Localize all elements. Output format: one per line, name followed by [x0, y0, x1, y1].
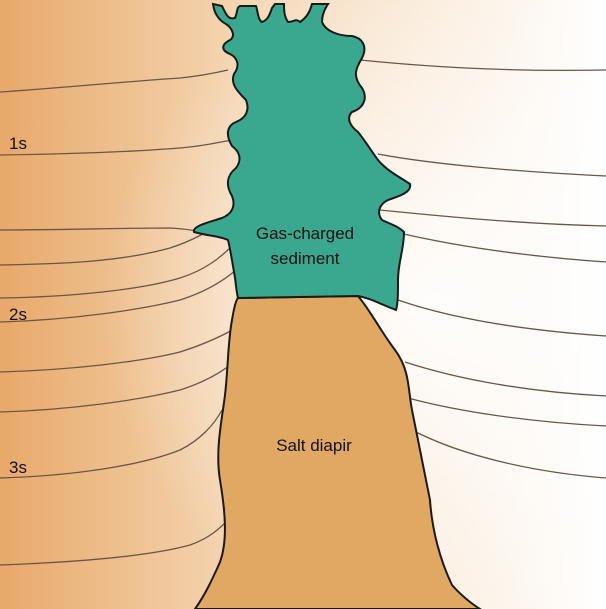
time-label-2s: 2s: [9, 305, 27, 324]
time-label-3s: 3s: [9, 458, 27, 477]
salt-diapir-label: Salt diapir: [276, 436, 352, 455]
time-label-1s: 1s: [9, 134, 27, 153]
gas-label-line-1: Gas-charged: [256, 224, 354, 243]
gas-label-line-2: sediment: [271, 249, 340, 268]
